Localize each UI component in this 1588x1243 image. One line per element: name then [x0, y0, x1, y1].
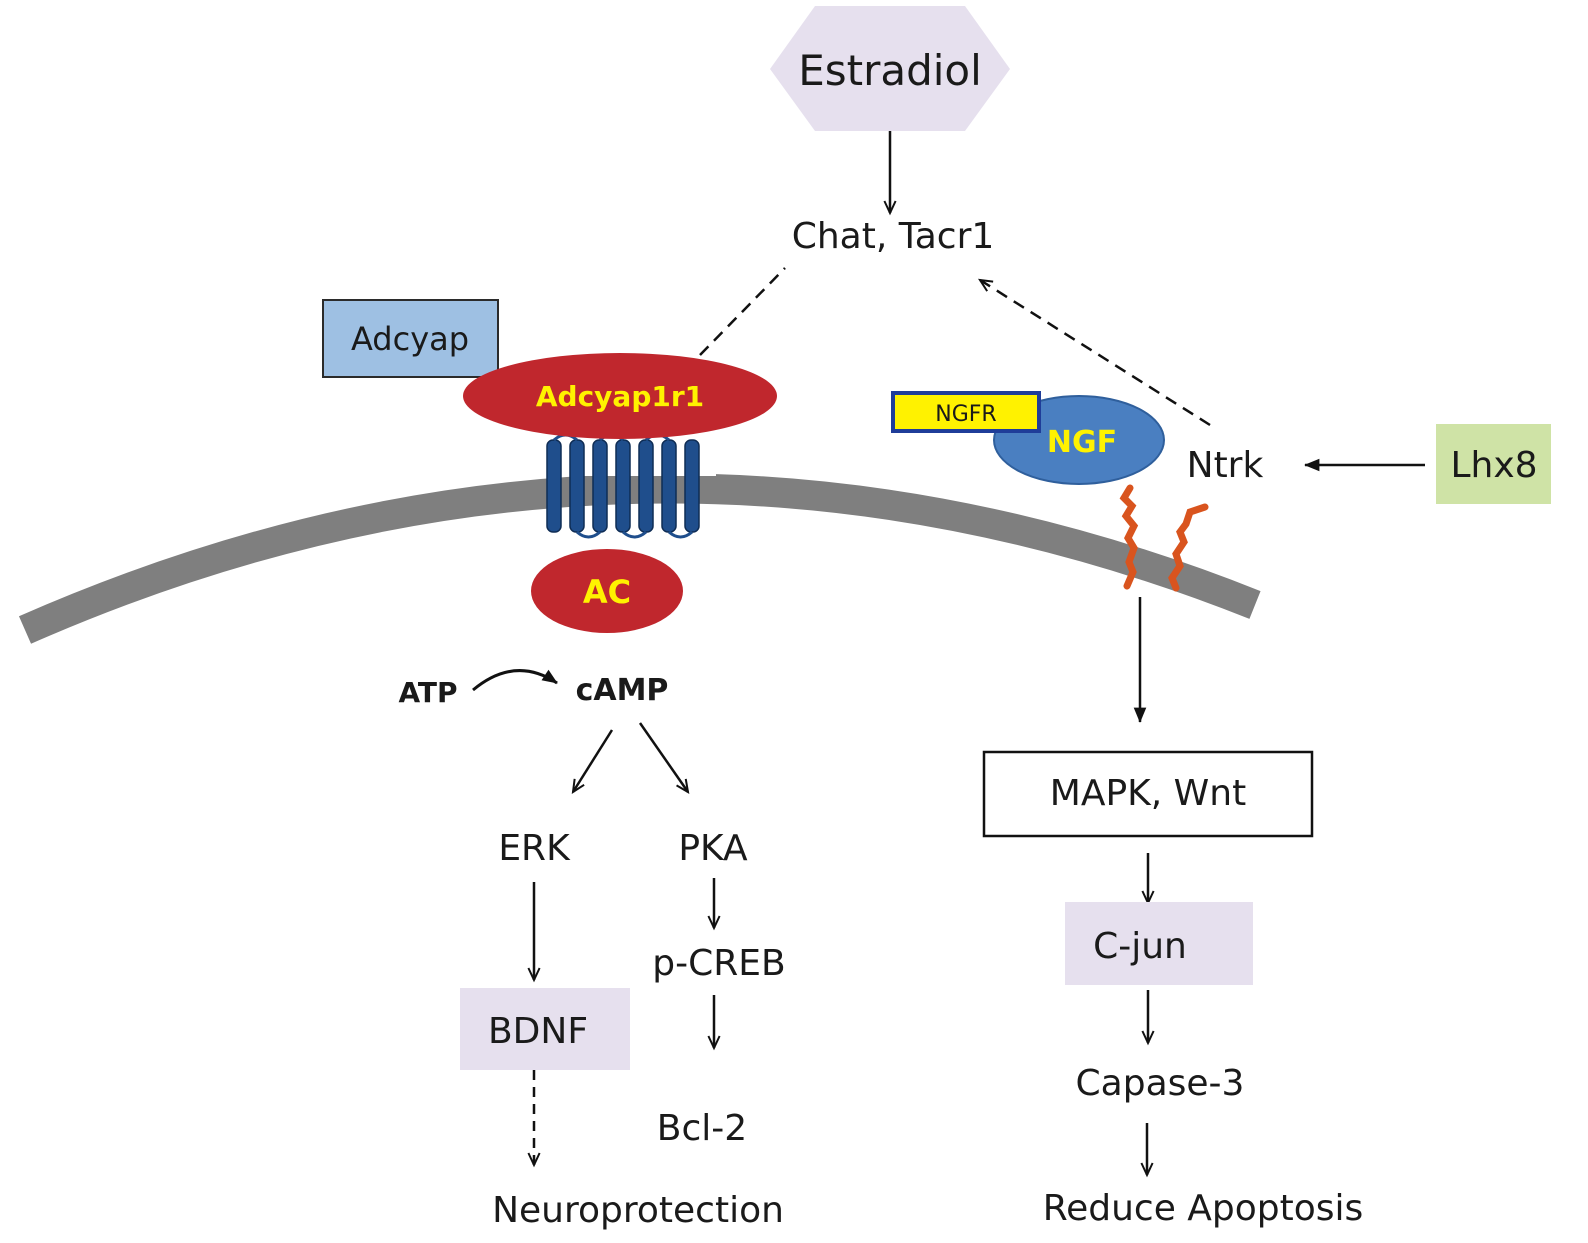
- helix-5: [638, 439, 654, 533]
- adcyap1r1-node: Adcyap1r1: [463, 353, 777, 439]
- helix-3: [592, 439, 608, 533]
- ac-ellipse: [531, 549, 683, 633]
- helix-loop-2: [576, 530, 601, 539]
- pcreb-label: p-CREB: [652, 943, 785, 984]
- ngfr-label: NGFR: [935, 402, 996, 427]
- ngf-label: NGF: [1047, 425, 1117, 460]
- pka-label: PKA: [678, 828, 748, 869]
- mapk-wnt-node: MAPK, Wnt: [982, 750, 1314, 838]
- chat-tacr1-label: Chat, Tacr1: [792, 216, 995, 257]
- mapk-wnt-box: [982, 750, 1314, 838]
- ntrk-receptor-left: [1119, 484, 1139, 590]
- helix-7: [684, 439, 700, 533]
- ntrk-receptor: [1119, 484, 1209, 592]
- adcyap1r1-ellipse: [463, 353, 777, 439]
- estradiol-node: Estradiol: [770, 6, 1010, 131]
- c-jun-label: C-jun: [1093, 926, 1187, 967]
- arrow-atp-to-camp: [472, 669, 558, 692]
- adcyap-node: Adcyap: [322, 299, 499, 378]
- helix-1: [546, 439, 562, 533]
- estradiol-hexagon: [770, 6, 1010, 131]
- ac-label: AC: [583, 573, 631, 611]
- lhx8-label: Lhx8: [1450, 445, 1537, 486]
- lhx8-box: [1436, 424, 1551, 504]
- ngfr-node: NGFR: [891, 391, 1041, 433]
- ntrk-receptor-right: [1168, 503, 1209, 592]
- helix-6: [661, 439, 677, 533]
- adcyap-box: [322, 299, 499, 378]
- ac-node: AC: [531, 549, 683, 633]
- atp-label: ATP: [398, 676, 457, 709]
- helix-4: [615, 439, 631, 533]
- bdnf-label: BDNF: [488, 1011, 588, 1052]
- ntrk-label: Ntrk: [1187, 445, 1264, 486]
- ngf-node: NGF: [993, 395, 1165, 485]
- adcyap-label: Adcyap: [351, 320, 469, 358]
- ngfr-box: [891, 391, 1041, 433]
- neuroprotection-label: Neuroprotection: [492, 1190, 784, 1231]
- bdnf-box: [460, 988, 630, 1070]
- dashed-link-adcyap1r1-chat: [699, 267, 786, 356]
- capase3-label: Capase-3: [1076, 1063, 1245, 1104]
- reduce-apoptosis-label: Reduce Apoptosis: [1043, 1188, 1364, 1229]
- bdnf-node: BDNF: [460, 988, 630, 1070]
- gpcr-helices: [536, 433, 716, 539]
- estradiol-label: Estradiol: [798, 46, 982, 95]
- adcyap1r1-label: Adcyap1r1: [536, 380, 704, 413]
- helix-loop-4: [622, 530, 647, 539]
- bcl2-label: Bcl-2: [657, 1108, 747, 1149]
- helix-loop-6: [668, 530, 693, 539]
- arrow-camp-to-pka: [638, 722, 690, 794]
- dashed-arrow-ntrk-to-chat: [977, 278, 1211, 427]
- lhx8-node: Lhx8: [1436, 424, 1551, 504]
- helix-2: [569, 439, 585, 533]
- arrow-camp-to-erk: [571, 729, 614, 795]
- mapk-wnt-label: MAPK, Wnt: [1050, 773, 1246, 814]
- c-jun-node: C-jun: [1065, 902, 1253, 985]
- camp-label: cAMP: [576, 673, 669, 708]
- erk-label: ERK: [498, 828, 571, 869]
- c-jun-box: [1065, 902, 1253, 985]
